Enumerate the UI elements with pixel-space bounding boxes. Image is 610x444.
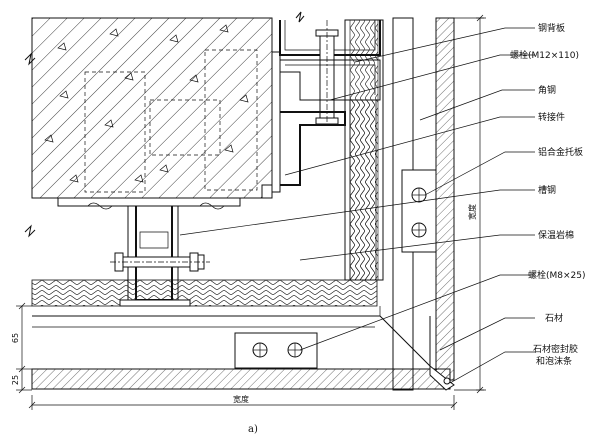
dimension-left [16, 302, 32, 394]
dimension-right [454, 14, 486, 394]
insulation-vertical [349, 99, 377, 281]
leader-lines [179, 27, 535, 384]
insulation-horizontal [31, 279, 378, 307]
dimension-65: 65 [11, 333, 20, 343]
dimension-width-bottom: 宽度 [233, 394, 249, 404]
label-adapter: 转接件 [538, 111, 565, 123]
stone-panel-bottom [31, 306, 451, 390]
dimension-25: 25 [11, 375, 20, 385]
label-bolt-m8: 螺栓(M8×25) [528, 269, 586, 281]
dimension-bottom [28, 395, 458, 410]
label-aluminum-bracket: 铝合金托板 [538, 146, 583, 158]
dimension-width-right: 宽度 [467, 204, 477, 220]
label-insulation: 保温岩棉 [538, 229, 574, 241]
label-channel-steel: 槽钢 [538, 184, 556, 196]
label-sealant-line2: 和泡沫条 [536, 355, 572, 367]
stone-corner-joint [429, 364, 455, 391]
aluminum-bracket-bottom [234, 332, 318, 369]
label-bolt-m12: 螺栓(M12×110) [510, 49, 579, 61]
label-steel-back-plate: 钢背板 [538, 22, 565, 34]
figure-caption: a) [248, 424, 258, 435]
aluminum-bracket-right [401, 169, 437, 253]
label-sealant-line1: 石材密封胶 [533, 343, 578, 355]
embedded-steel-plate [261, 51, 281, 199]
lower-bracket-assembly [57, 197, 241, 307]
label-angle-steel: 角钢 [538, 84, 556, 96]
label-stone: 石材 [545, 312, 563, 324]
